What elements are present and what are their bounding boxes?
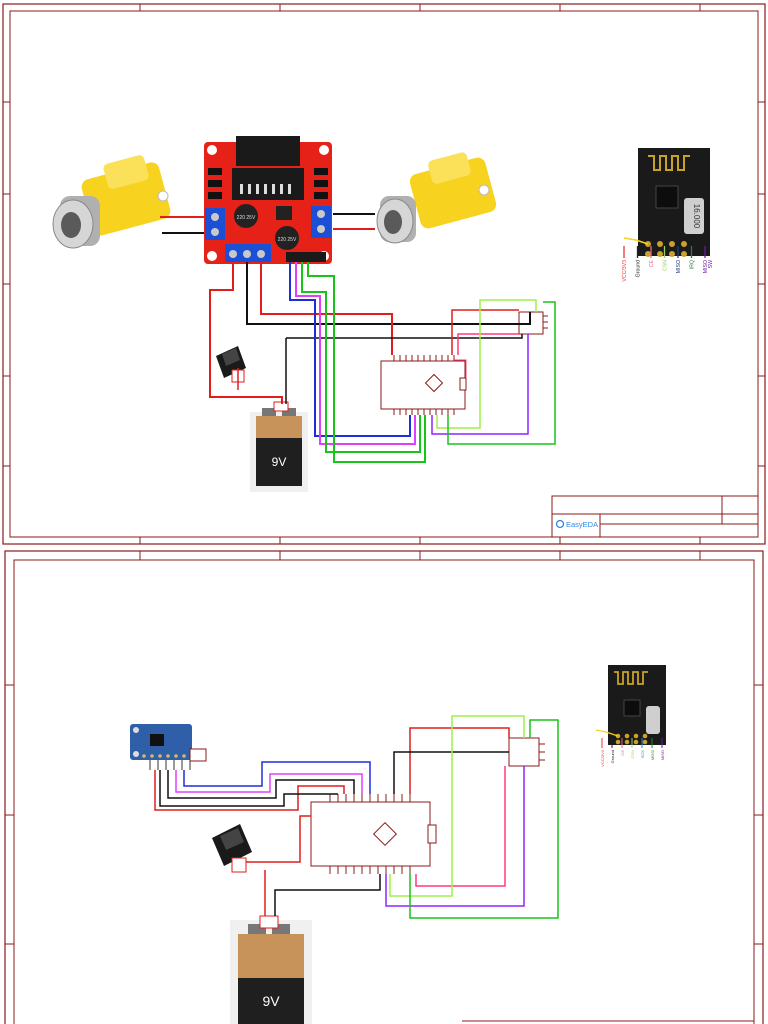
sheet-2-zone-ticks xyxy=(5,551,763,945)
nrf-pin-label: MOSI xyxy=(650,750,655,760)
nrf-pin-label: IRQ xyxy=(690,260,696,269)
nrf-pin-label: CE xyxy=(649,259,655,267)
capacitor-label-2: 220 25V xyxy=(278,237,297,243)
microcontroller-sheet2 xyxy=(310,794,437,874)
nrf-pin-label: VCC/3V3 xyxy=(622,260,628,282)
capacitor-label-1: 220 25V xyxy=(237,215,256,221)
nrf-pin-label: MISO xyxy=(676,260,682,273)
battery-9v-sheet2: 9V xyxy=(230,920,312,1024)
wires-sheet2 xyxy=(154,715,559,919)
nrf-pins-sheet2: VCC/3V3 Ground CE CSN SCK MOSI MISO xyxy=(600,738,665,767)
nrf-extra-pin-label: SW xyxy=(708,260,714,268)
radio-header-sheet2 xyxy=(508,737,545,767)
rocker-switch-sheet1 xyxy=(216,346,246,383)
sheet-1-zone-ticks xyxy=(3,4,765,544)
nrf-module-sheet1: 16.000 xyxy=(623,148,710,257)
battery-label-sheet2: 9V xyxy=(262,993,280,1009)
easyeda-logo-text: EasyEDA xyxy=(566,520,598,529)
battery-9v-sheet1: 9V xyxy=(250,408,308,492)
sheet-1-outer-frame xyxy=(2,3,766,545)
left-dc-motor xyxy=(52,155,171,249)
nrf-pin-label: Ground xyxy=(610,750,615,763)
nrf-pin-label: MISO xyxy=(703,260,709,273)
nrf-pin-label: CE xyxy=(620,750,625,756)
right-dc-motor xyxy=(376,152,497,244)
sheet-1: EasyEDA xyxy=(2,3,766,545)
battery-connector-sheet2 xyxy=(259,915,279,929)
rocker-switch-sheet2 xyxy=(212,824,252,873)
wires-sheet1 xyxy=(209,262,556,463)
motor-driver-board: 220 25V 220 25V xyxy=(204,136,332,264)
nrf-pin-label: CSN xyxy=(663,260,669,271)
easyeda-logo: EasyEDA xyxy=(555,519,598,529)
mpu-sensor-module xyxy=(130,724,207,770)
nrf-pin-label: MISO xyxy=(660,750,665,760)
nrf-module-sheet2 xyxy=(595,665,666,745)
battery-label-sheet1: 9V xyxy=(272,455,287,469)
nrf-pin-label: CSN xyxy=(630,750,635,759)
nrf-pin-label: VCC/3V3 xyxy=(600,749,605,766)
nrf-pin-label: Ground xyxy=(636,260,642,277)
sheet-2-outer-frame xyxy=(4,550,764,1024)
nrf-pin-label: SCK xyxy=(640,750,645,759)
crystal-label-sheet1: 16.000 xyxy=(692,204,701,229)
sheet-1-title-block xyxy=(551,495,759,538)
microcontroller-sheet1 xyxy=(380,355,467,415)
sheet-1-inner-frame xyxy=(9,10,759,538)
sheet-2-inner-frame xyxy=(13,559,755,1024)
